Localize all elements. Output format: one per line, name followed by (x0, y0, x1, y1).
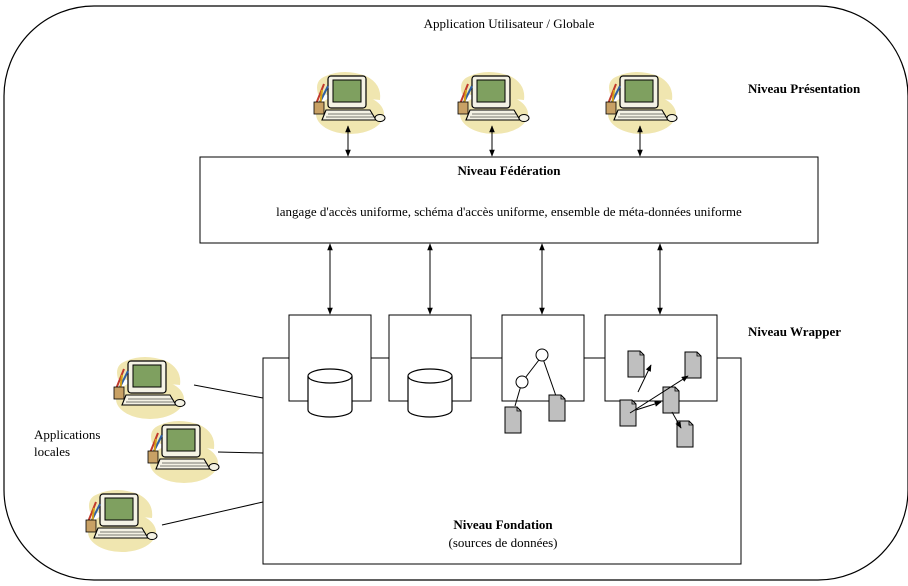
local-link-1 (193, 384, 264, 399)
local-computer-1-icon (113, 356, 186, 420)
linked-documents-icon (619, 350, 702, 448)
presentation-computer-2-icon (457, 71, 530, 135)
presentation-computer-1-icon (313, 71, 386, 135)
presentation-computer-3-icon (605, 71, 678, 135)
local-computer-3-icon (85, 489, 158, 553)
federation-description: langage d'accès uniforme, schéma d'accès… (276, 204, 742, 219)
local-link-3 (161, 501, 264, 526)
local-apps-label-line1: Applications (34, 427, 101, 442)
hierarchical-tree-icon (504, 348, 566, 434)
global-application-title: Application Utilisateur / Globale (423, 16, 595, 31)
local-link-2 (217, 451, 264, 454)
global-application-frame (3, 5, 908, 581)
wrapper-level-label: Niveau Wrapper (748, 324, 842, 339)
federation-box (199, 156, 819, 244)
local-apps-label-line2: locales (34, 444, 71, 459)
presentation-level-label: Niveau Présentation (748, 81, 861, 96)
database-1-icon (307, 368, 353, 418)
foundation-subtitle: (sources de données) (448, 535, 558, 550)
foundation-title: Niveau Fondation (453, 517, 553, 532)
federation-title: Niveau Fédération (457, 163, 561, 178)
local-computer-2-icon (147, 420, 220, 484)
database-2-icon (407, 368, 453, 418)
